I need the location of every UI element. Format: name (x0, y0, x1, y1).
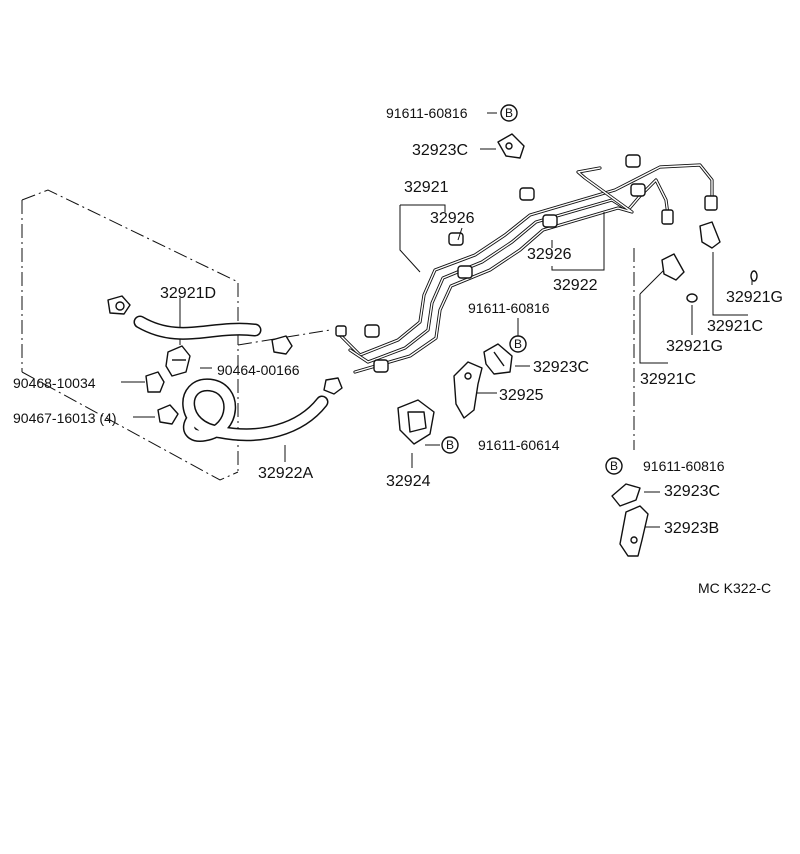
b-marker-mid: B (509, 335, 527, 353)
bracket-32925-icon (453, 361, 483, 419)
bracket-top-icon (497, 133, 525, 159)
label-cushion-a: 32926 (430, 210, 475, 227)
bracket-mid-icon (483, 343, 513, 375)
label-bracket-mid: 32923C (533, 359, 589, 376)
hose-32921d (133, 315, 262, 340)
union-32921c-icon (661, 221, 721, 281)
leader-lines (121, 112, 753, 528)
reference-code: MC K322-C (698, 580, 771, 596)
clamp-hose-end-icon (271, 335, 343, 395)
svg-text:B: B (514, 337, 522, 351)
clamp-icon (107, 295, 131, 315)
label-bolt-mid: 91611-60816 (468, 300, 550, 316)
label-gasket-g2: 32921G (666, 338, 723, 355)
label-plate-32924: 32924 (386, 473, 431, 490)
b-marker-top: B (500, 104, 518, 122)
svg-text:B: B (446, 438, 454, 452)
hose-32922a (182, 378, 329, 443)
label-clip-90468: 90468-10034 (13, 375, 96, 391)
label-cushion-b: 32926 (527, 246, 572, 263)
label-clamp-90464: 90464-00166 (217, 362, 300, 378)
reference-boundary-lines (21, 189, 635, 481)
label-union-c1: 32921C (707, 318, 763, 335)
fuel-pipe-assembly (335, 163, 718, 374)
clip-90468-icon (145, 371, 165, 393)
label-clamp-90467: 90467-16013 (4) (13, 410, 117, 426)
label-bolt-top: 91611-60816 (386, 105, 468, 121)
label-bracket-top: 32923C (412, 142, 468, 159)
label-pipe-32922: 32922 (553, 277, 598, 294)
label-bracket-right: 32923C (664, 483, 720, 500)
label-bracket-32923b: 32923B (664, 520, 719, 537)
label-gasket-g1: 32921G (726, 289, 783, 306)
pipe-cushions (364, 154, 646, 373)
bracket-32923b-icon (619, 505, 649, 557)
label-bolt-right: 91611-60816 (643, 458, 725, 474)
clamp-90464-icon (165, 345, 191, 377)
label-bolt-low: 91611-60614 (478, 437, 560, 453)
label-pipe-32921: 32921 (404, 179, 449, 196)
bracket-right-icon (611, 483, 641, 507)
b-marker-right: B (605, 457, 623, 475)
label-hose-d: 32921D (160, 285, 216, 302)
b-marker-low: B (441, 436, 459, 454)
plate-32924-icon (397, 399, 435, 445)
svg-text:B: B (610, 459, 618, 473)
svg-text:B: B (505, 106, 513, 120)
gasket-32921g-icon (686, 270, 758, 303)
label-bracket-32925: 32925 (499, 387, 544, 404)
clamp-90467-icon (157, 404, 179, 425)
label-hose-a: 32922A (258, 465, 313, 482)
label-union-c2: 32921C (640, 371, 696, 388)
part-labels: 91611-60816 32923C 32921 32926 32926 329… (13, 105, 783, 596)
